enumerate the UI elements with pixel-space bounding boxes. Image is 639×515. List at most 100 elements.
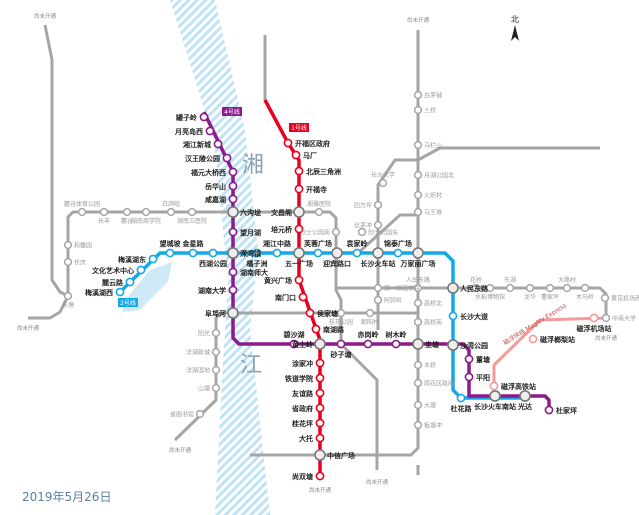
planned-station-marker <box>365 308 375 318</box>
planned-station-marker <box>63 291 73 301</box>
planned-station-marker <box>63 240 73 250</box>
station-label: 光达 <box>517 402 532 411</box>
station-label: 长沙大道 <box>460 312 488 321</box>
station-label: 湘江中路 <box>263 239 292 248</box>
planned-station-label: 阿弥岭 <box>384 297 402 305</box>
station-marker <box>298 292 308 302</box>
station-marker <box>294 224 304 234</box>
station-marker <box>136 265 146 275</box>
planned-station-label: 龙华 <box>524 293 536 301</box>
planned-station-marker <box>413 360 423 370</box>
station-marker <box>589 313 599 323</box>
station-label: 五一广场 <box>285 259 313 268</box>
station-label: 培元桥 <box>271 225 293 234</box>
north-label: 北 <box>511 15 519 24</box>
planned-note: 尚未开通 <box>407 16 430 24</box>
station-label: 溁湾镇 <box>240 249 261 258</box>
planned-note: 尚未开通 <box>17 324 40 332</box>
maglev-line <box>492 316 607 396</box>
station-marker <box>447 282 459 294</box>
river-label-top: 湘 <box>242 153 264 178</box>
planned-line-7 <box>376 146 600 330</box>
station-label: 望月湖 <box>240 228 261 237</box>
station-label: 开福区政府 <box>295 139 330 148</box>
planned-station-label: 湘雅医院 <box>307 200 331 208</box>
station-marker <box>331 247 343 259</box>
station-marker <box>315 418 325 428</box>
station-label: 袁家岭 <box>346 239 368 248</box>
planned-station-label: 洋湖湿地 <box>186 367 210 375</box>
station-marker <box>393 248 403 258</box>
station-label: 阜埠河 <box>205 309 226 318</box>
north-compass: 北 <box>505 14 525 43</box>
station-label: 开福寺 <box>306 185 327 194</box>
planned-station-marker <box>505 283 515 293</box>
planned-station-marker <box>331 227 341 237</box>
station-marker <box>315 433 325 443</box>
station-marker <box>293 247 305 259</box>
planned-station-marker <box>413 378 423 388</box>
station-marker <box>228 285 238 295</box>
planned-station-label: 长丰 <box>98 217 110 225</box>
station-label: 六沟垅 <box>240 208 261 217</box>
station-marker <box>311 324 321 334</box>
station-marker <box>227 307 239 319</box>
planned-station-label: 高桥北 <box>424 300 442 308</box>
planned-station-marker <box>122 207 132 217</box>
planned-station-marker <box>211 328 221 338</box>
planned-line-4 <box>336 286 608 318</box>
planned-station-label: 马王堆 <box>424 209 442 217</box>
planned-station-label: 烈士公园东 <box>368 229 398 237</box>
planned-station-marker <box>373 220 383 230</box>
line1-badge <box>289 123 309 132</box>
planned-line-5 <box>263 35 290 144</box>
station-marker <box>205 126 215 136</box>
station-label: 长沙火车站 <box>361 259 396 268</box>
station-marker <box>228 194 238 204</box>
station-label: 磁浮机场站 <box>577 324 612 333</box>
planned-station-label: 木桥 <box>424 362 436 370</box>
station-marker <box>489 381 499 391</box>
planned-station-label: 大路村 <box>558 276 576 284</box>
planned-station-label: 白鸽咀 <box>162 200 180 208</box>
station-marker <box>227 206 239 218</box>
station-marker <box>222 153 232 163</box>
station-label: 汉王陵公园 <box>185 154 220 163</box>
station-label: 友谊路 <box>291 389 314 398</box>
station-label: 树木岭 <box>386 330 407 339</box>
planned-station-label: 第一师范学院 <box>384 285 420 293</box>
north-arrow-icon <box>511 25 519 41</box>
station-label: 省政府 <box>291 404 313 413</box>
planned-station-marker <box>525 283 535 293</box>
station-marker <box>544 405 554 415</box>
line4-badge-label: 4号线 <box>224 108 240 116</box>
xiang-river <box>170 0 270 515</box>
river-label-bottom: 江 <box>240 353 262 378</box>
planned-station-label: 山塘 <box>198 385 210 393</box>
planned-station-marker <box>413 140 423 150</box>
planned-note: 尚未开通 <box>169 446 192 454</box>
station-label: 砂子塘 <box>331 350 352 359</box>
station-marker <box>489 390 501 402</box>
planned-station-label: 板塘冲 <box>424 422 442 430</box>
planned-station-marker <box>166 207 176 217</box>
planned-station-label: 阳光 <box>198 330 210 338</box>
planned-station-label: 白茅铺 <box>424 92 442 100</box>
planned-station-label: 湖南三医院 <box>177 217 207 225</box>
station-label: 涂家冲 <box>292 359 313 368</box>
station-marker <box>208 248 218 258</box>
planned-station-label: 省图书馆 <box>170 411 194 419</box>
station-marker <box>294 166 304 176</box>
station-label: 麓云路 <box>102 278 124 287</box>
station-marker <box>412 338 424 350</box>
station-label: 马厂 <box>303 152 317 160</box>
planned-station-label: 东湖 <box>504 276 516 284</box>
planned-station-marker <box>378 178 388 188</box>
station-marker <box>448 311 458 321</box>
station-marker <box>363 339 373 349</box>
planned-station-label: 湖南商学院 <box>131 217 161 225</box>
planned-line-3 <box>250 30 420 457</box>
planned-station-label: 桂花公园 <box>329 318 353 326</box>
planned-station-marker <box>413 190 423 200</box>
